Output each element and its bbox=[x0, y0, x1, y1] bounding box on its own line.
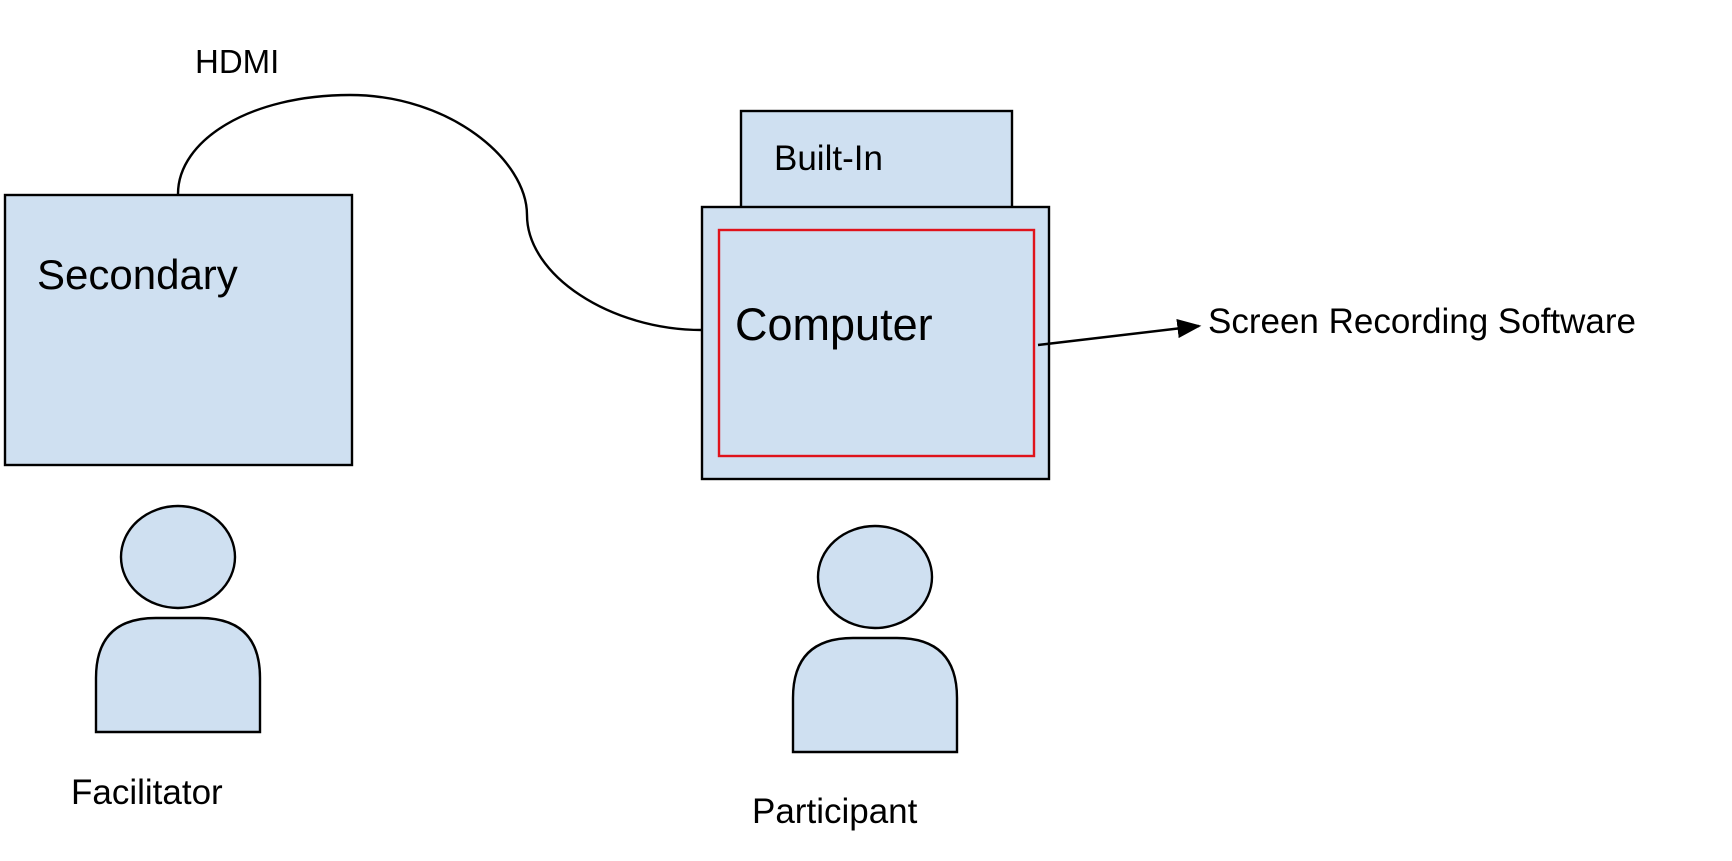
secondary-monitor bbox=[3, 193, 354, 467]
recording-area-frame bbox=[717, 228, 1036, 458]
computer bbox=[700, 205, 1051, 481]
hdmi-cable bbox=[176, 93, 703, 332]
built-in-screen-label: Built-In bbox=[774, 139, 883, 178]
facilitator-figure bbox=[94, 504, 262, 734]
facilitator-label: Facilitator bbox=[71, 773, 223, 812]
secondary-monitor-label: Secondary bbox=[37, 251, 238, 298]
facilitator-body bbox=[94, 616, 262, 734]
recording-arrow bbox=[1037, 318, 1202, 347]
participant-body bbox=[791, 636, 959, 754]
hdmi-label: HDMI bbox=[195, 43, 279, 80]
facilitator-head bbox=[119, 504, 237, 610]
participant-head bbox=[816, 524, 934, 630]
screen-recording-software-label: Screen Recording Software bbox=[1208, 302, 1636, 341]
computer-label: Computer bbox=[735, 299, 933, 350]
participant-figure bbox=[791, 524, 959, 754]
participant-label: Participant bbox=[752, 792, 918, 831]
